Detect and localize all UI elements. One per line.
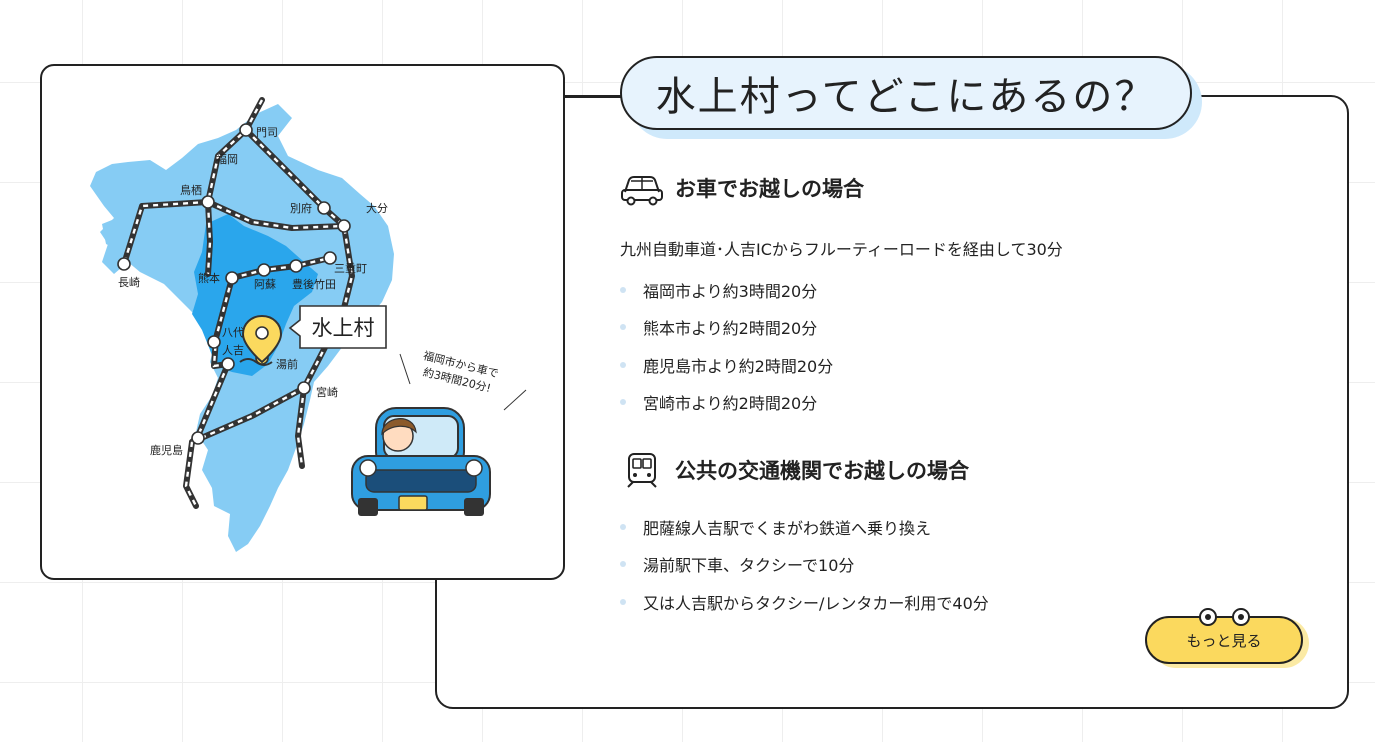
city-label-beppu: 別府 xyxy=(290,201,312,215)
eye-icon xyxy=(1199,608,1217,626)
kyushu-map: 門司 福岡 鳥栖 別府 大分 長崎 熊本 阿蘇 豊後竹田 三重町 八代 人吉 湯… xyxy=(90,97,527,552)
transit-section-title: 公共の交通機関でお越しの場合 xyxy=(675,459,969,483)
city-label-oita: 大分 xyxy=(366,201,388,215)
transit-section-heading: 公共の交通機関でお越しの場合 xyxy=(619,452,969,488)
car-section-heading: お車でお越しの場合 xyxy=(619,170,864,206)
transit-route-list: 肥薩線人吉駅でくまがわ鉄道へ乗り換え 湯前駅下車、タクシーで10分 又は人吉駅か… xyxy=(620,508,989,621)
city-label-kumamoto: 熊本 xyxy=(198,271,220,285)
car-route-list: 福岡市より約3時間20分 熊本市より約2時間20分 鹿児島市より約2時間20分 … xyxy=(620,271,833,421)
city-label-nagasaki: 長崎 xyxy=(118,275,140,289)
city-label-hitoyoshi: 人吉 xyxy=(222,344,244,357)
city-label-yatsushiro: 八代 xyxy=(222,326,244,339)
city-label-aso: 阿蘇 xyxy=(254,278,276,291)
station-dots xyxy=(117,123,351,445)
list-item: 宮崎市より約2時間20分 xyxy=(620,384,833,422)
train-icon xyxy=(619,452,665,488)
list-item: 福岡市より約3時間20分 xyxy=(620,271,833,309)
map-pin-icon xyxy=(241,314,283,364)
list-item: 又は人吉駅からタクシー/レンタカー利用で40分 xyxy=(620,583,989,621)
mizukami-label: 水上村 xyxy=(288,305,387,349)
car-illustration xyxy=(351,407,491,516)
city-label-kagoshima: 鹿児島 xyxy=(150,443,183,457)
more-button-wrap: もっと見る xyxy=(1145,608,1311,670)
car-icon xyxy=(619,170,665,206)
city-label-moji: 門司 xyxy=(256,126,278,139)
city-label-tosu: 鳥栖 xyxy=(180,183,202,197)
car-section-lead: 九州自動車道･人吉ICからフルーティーロードを経由して30分 xyxy=(620,240,1063,259)
city-label-mie-machi: 三重町 xyxy=(334,261,367,275)
drive-time-callout: 福岡市から車で 約3時間20分! xyxy=(422,348,500,395)
page-title: 水上村ってどこにあるの？ xyxy=(620,56,1192,130)
more-button[interactable]: もっと見る xyxy=(1145,616,1303,664)
mizukami-label-text: 水上村 xyxy=(312,316,375,340)
list-item: 熊本市より約2時間20分 xyxy=(620,309,833,347)
city-label-miyazaki: 宮崎 xyxy=(316,385,338,399)
connector-line xyxy=(565,96,625,98)
car-section-title: お車でお越しの場合 xyxy=(675,177,864,201)
kyushu-map-card: 門司 福岡 鳥栖 別府 大分 長崎 熊本 阿蘇 豊後竹田 三重町 八代 人吉 湯… xyxy=(40,64,565,580)
city-label-bungo-taketa: 豊後竹田 xyxy=(292,277,336,291)
title-badge: 水上村ってどこにあるの？ xyxy=(620,56,1202,140)
city-label-yunomae: 湯前 xyxy=(276,357,298,371)
list-item: 湯前駅下車、タクシーで10分 xyxy=(620,546,989,584)
city-label-fukuoka: 福岡 xyxy=(216,152,238,166)
eye-icon xyxy=(1232,608,1250,626)
list-item: 肥薩線人吉駅でくまがわ鉄道へ乗り換え xyxy=(620,508,989,546)
kumamoto-region xyxy=(192,214,318,376)
list-item: 鹿児島市より約2時間20分 xyxy=(620,346,833,384)
